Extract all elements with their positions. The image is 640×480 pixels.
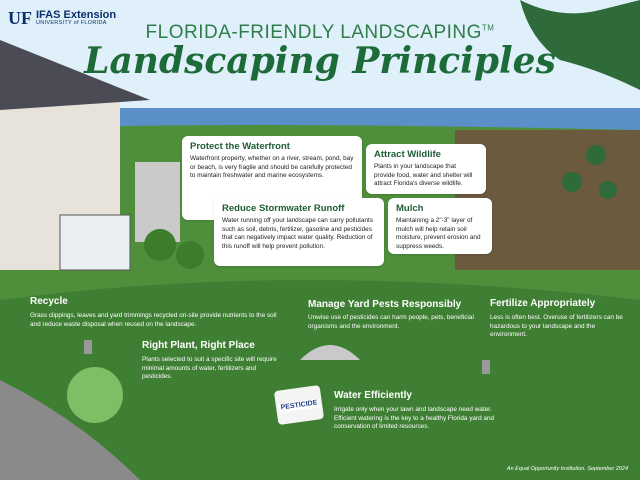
- tree-canopy: [520, 0, 640, 90]
- shrub: [67, 367, 123, 423]
- plant: [586, 145, 606, 165]
- supertitle: FLORIDA-FRIENDLY LANDSCAPINGTM: [0, 22, 640, 44]
- fertilize-text: Less is often best. Overuse of fertilize…: [490, 314, 623, 339]
- card-text: Waterfront property, whether on a river,…: [190, 155, 354, 180]
- fertilize-title: Fertilize Appropriately: [490, 298, 596, 309]
- university-name: UNIVERSITY of FLORIDA: [36, 20, 107, 27]
- card-title: Attract Wildlife: [374, 149, 441, 160]
- card-reduce-stormwater: Reduce Stormwater Runoff Water running o…: [214, 198, 384, 266]
- fertilizer-pile: [300, 345, 360, 360]
- sprinkler-head: [84, 340, 92, 354]
- house-roof: [0, 40, 150, 110]
- card-title: Reduce Stormwater Runoff: [222, 203, 345, 214]
- pests-title: Manage Yard Pests Responsibly: [308, 299, 462, 310]
- compost-bin: [59, 214, 131, 271]
- card-title: Mulch: [396, 203, 424, 214]
- ifas-logo: UF IFAS Extension UNIVERSITY of FLORIDA: [8, 8, 116, 29]
- plant: [599, 181, 617, 199]
- shrub: [176, 241, 204, 269]
- right-plant-title: Right Plant, Right Place: [142, 340, 255, 351]
- card-text: Plants in your landscape that provide fo…: [374, 163, 473, 188]
- card-text: Water running off your landscape can car…: [222, 217, 373, 250]
- lawn-front: [0, 280, 640, 480]
- supertitle-text: FLORIDA-FRIENDLY LANDSCAPING: [145, 22, 482, 43]
- sprinkler-head: [482, 360, 490, 374]
- driveway: [0, 380, 140, 480]
- water-efficiently-text: Irrigate only when your lawn and landsca…: [334, 406, 495, 431]
- page-title: Landscaping Principles: [84, 40, 556, 82]
- extension-name: IFAS Extension: [36, 9, 117, 22]
- plant: [562, 172, 582, 192]
- pesticide-bag: PESTICIDE: [273, 384, 325, 426]
- uf-wordmark: UF: [8, 8, 32, 28]
- footer-note: An Equal Opportunity Institution. Septem…: [506, 466, 628, 472]
- card-mulch: Mulch Maintaining a 2"-3" layer of mulch…: [388, 198, 492, 254]
- water-efficiently-title: Water Efficiently: [334, 390, 412, 401]
- card-text: Maintaining a 2"-3" layer of mulch will …: [396, 217, 481, 250]
- card-title: Protect the Waterfront: [190, 141, 290, 152]
- rain-barrel: [135, 162, 180, 242]
- trademark: TM: [481, 23, 495, 33]
- card-attract-wildlife: Attract Wildlife Plants in your landscap…: [366, 144, 486, 194]
- pests-text: Unwise use of pesticides can harm people…: [308, 314, 474, 330]
- recycle-title: Recycle: [30, 296, 68, 307]
- pesticide-label: PESTICIDE: [278, 397, 320, 413]
- shrub: [144, 229, 176, 261]
- recycle-text: Grass clippings, leaves and yard trimmin…: [30, 312, 277, 328]
- right-plant-text: Plants selected to suit a specific site …: [142, 356, 277, 381]
